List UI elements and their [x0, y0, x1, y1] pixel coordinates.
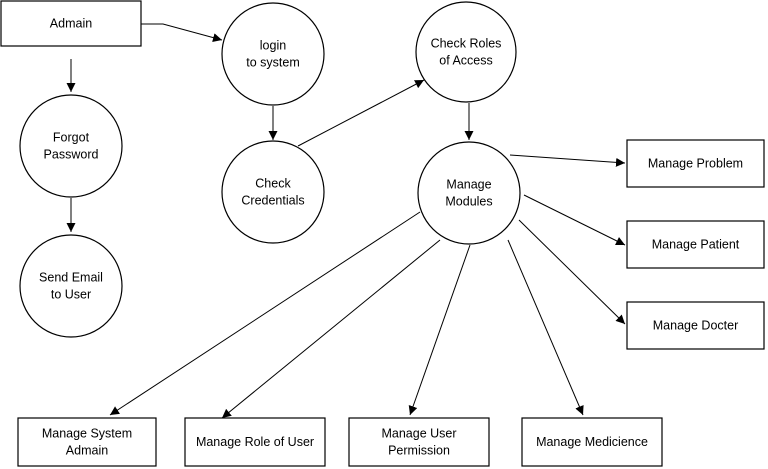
entity-box [0, 0, 142, 47]
process-circle [221, 140, 325, 244]
node-label: Check Roles [431, 37, 502, 51]
edge-manage-modules-to-manage-patient [523, 194, 626, 246]
node-manage-medicience: Manage Medicience [521, 417, 663, 467]
process-circle [221, 2, 325, 106]
node-label: Manage Role of User [196, 435, 314, 449]
process-circle [19, 94, 123, 198]
node-manage-role-of-user: Manage Role of User [184, 417, 326, 467]
entity-box [184, 417, 326, 467]
process-circle [417, 141, 521, 245]
edge-manage-modules-to-manage-docter [518, 219, 626, 325]
node-label: Check [255, 177, 291, 191]
node-label: Manage Patient [652, 238, 740, 252]
entity-box [521, 417, 663, 467]
node-label: of Access [439, 54, 493, 68]
edge-manage-modules-to-manage-user-permission [408, 244, 471, 416]
node-send-email: Send Email to User [19, 234, 123, 338]
node-admain: Admain [0, 0, 142, 47]
node-label: Password [44, 148, 99, 162]
node-label: Manage User [381, 427, 456, 441]
edge-check-credentials-to-check-roles [297, 79, 425, 147]
node-label: Manage Docter [653, 319, 738, 333]
node-check-roles: Check Roles of Access [415, 1, 517, 103]
node-login: login to system [221, 2, 325, 106]
node-manage-patient: Manage Patient [626, 220, 765, 269]
node-label: Manage System [42, 427, 132, 441]
node-label: Permission [388, 444, 450, 458]
node-label: to system [246, 56, 300, 70]
node-manage-docter: Manage Docter [626, 301, 765, 350]
entity-box [626, 220, 765, 269]
node-label: Credentials [241, 194, 304, 208]
node-label: Admain [66, 444, 108, 458]
node-label: Manage Problem [648, 157, 743, 171]
process-circle [415, 1, 517, 103]
node-label: Send Email [39, 271, 103, 285]
entity-box [626, 139, 765, 188]
edge-manage-modules-to-manage-system-admain [109, 211, 421, 416]
edge-admain-to-login [141, 23, 223, 42]
node-label: Admain [50, 17, 92, 31]
node-label: login [260, 39, 286, 53]
node-manage-problem: Manage Problem [626, 139, 765, 188]
entity-box [626, 301, 765, 350]
entity-box [17, 417, 157, 467]
node-label: Modules [445, 195, 492, 209]
process-circle [19, 234, 123, 338]
node-label: Manage Medicience [536, 435, 648, 449]
edge-manage-modules-to-manage-medicience [507, 239, 584, 416]
edges-layer [66, 23, 626, 419]
node-label: Manage [446, 178, 491, 192]
node-label: Forgot [53, 131, 90, 145]
edge-manage-modules-to-manage-role-of-user [221, 239, 441, 419]
entity-box [348, 417, 490, 467]
edge-manage-modules-to-manage-problem [509, 154, 626, 167]
node-label: to User [51, 288, 91, 302]
